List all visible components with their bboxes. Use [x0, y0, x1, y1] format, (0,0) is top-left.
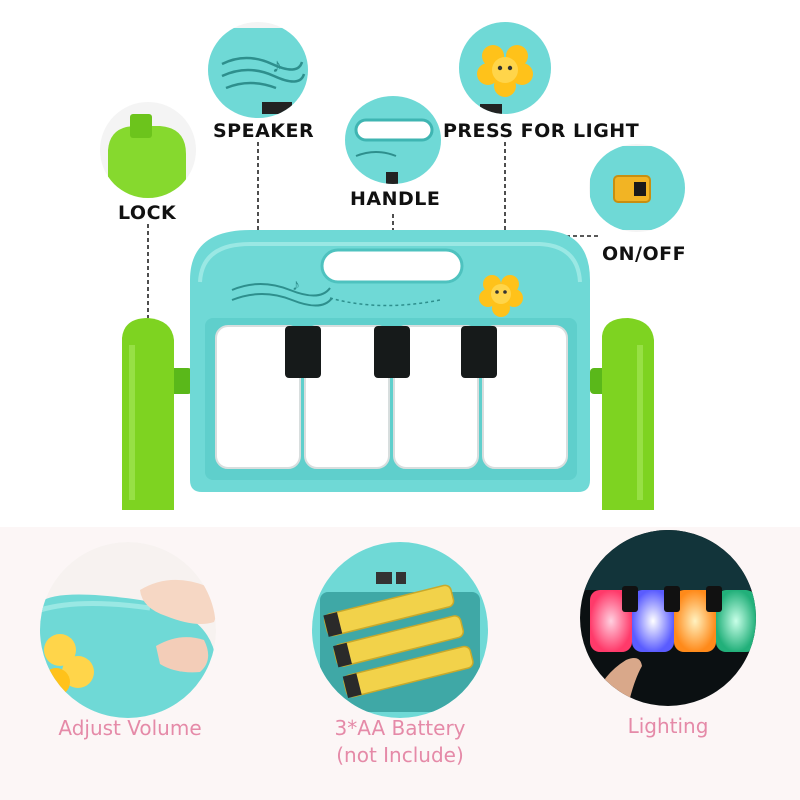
right-lock-post	[590, 318, 654, 510]
on-off-detail-circle	[589, 144, 685, 232]
black-key-2	[374, 326, 410, 378]
glowing-key-orange	[674, 590, 716, 652]
white-key-4	[482, 325, 568, 469]
glowing-key-red	[590, 590, 632, 652]
white-key-3	[393, 325, 479, 469]
lock-detail-circle	[100, 102, 196, 198]
black-key-3	[461, 326, 497, 378]
piano-toy-body: ♪	[190, 230, 590, 492]
battery-caption-line1: 3*AA Battery	[334, 716, 466, 740]
glowing-key-green	[716, 590, 756, 652]
press-for-light-label: PRESS FOR LIGHT	[443, 120, 640, 142]
left-lock-post	[122, 318, 192, 510]
light-detail-circle	[459, 22, 551, 114]
white-key-1	[215, 325, 301, 469]
battery-caption-line2: (not Include)	[336, 743, 464, 767]
lighting-feature-image	[580, 530, 756, 706]
speaker-label: SPEAKER	[213, 120, 315, 142]
black-key-1	[285, 326, 321, 378]
volume-feature-image	[40, 542, 216, 718]
glowing-key-blue	[632, 590, 674, 652]
light-button-flower	[479, 275, 523, 317]
handle-slot	[320, 248, 464, 284]
handle-detail-circle	[345, 96, 441, 184]
speaker-detail-circle: ♪	[208, 22, 308, 118]
white-key-2	[304, 325, 390, 469]
battery-feature-image	[312, 542, 488, 718]
lock-label: LOCK	[118, 202, 177, 224]
lighting-caption: Lighting	[627, 714, 709, 738]
svg-text:♪: ♪	[272, 55, 282, 77]
svg-text:♪: ♪	[292, 277, 300, 294]
handle-label: HANDLE	[350, 188, 441, 210]
adjust-volume-caption: Adjust Volume	[58, 716, 202, 740]
on-off-label: ON/OFF	[602, 243, 687, 265]
